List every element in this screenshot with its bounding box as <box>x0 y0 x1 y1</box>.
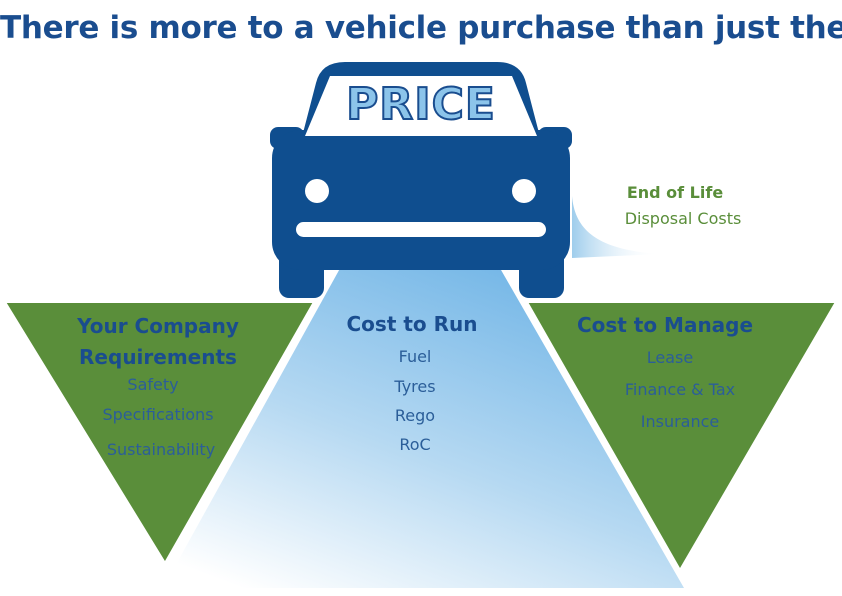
road-shape <box>163 263 684 588</box>
cost-to-run-item: Fuel <box>398 347 432 366</box>
company-item: Specifications <box>102 405 214 424</box>
cost-to-manage-heading: Cost to Manage <box>576 313 754 337</box>
company-requirements-triangle <box>3 301 316 565</box>
company-item: Safety <box>127 375 179 394</box>
exhaust-swoosh <box>572 196 660 258</box>
cost-to-manage-item: Finance & Tax <box>624 380 736 399</box>
windshield-price-text: PRICE <box>345 78 496 131</box>
cost-to-manage-triangle <box>525 301 838 573</box>
car-icon <box>270 62 572 298</box>
page-title: There is more to a vehicle purchase than… <box>0 10 842 46</box>
cost-to-manage-item: Lease <box>646 348 694 367</box>
cost-to-run-item: Rego <box>394 406 436 425</box>
cost-to-run-item: Tyres <box>394 377 436 396</box>
company-item: Sustainability <box>106 440 216 459</box>
end-of-life-item: Disposal Costs <box>624 209 742 228</box>
cost-to-manage-item: Insurance <box>640 412 720 431</box>
cost-to-run-heading: Cost to Run <box>346 312 478 336</box>
company-requirements-heading: Your Company Requirements <box>77 314 239 369</box>
cost-to-run-item: RoC <box>399 435 431 454</box>
end-of-life-heading: End of Life <box>626 183 724 202</box>
